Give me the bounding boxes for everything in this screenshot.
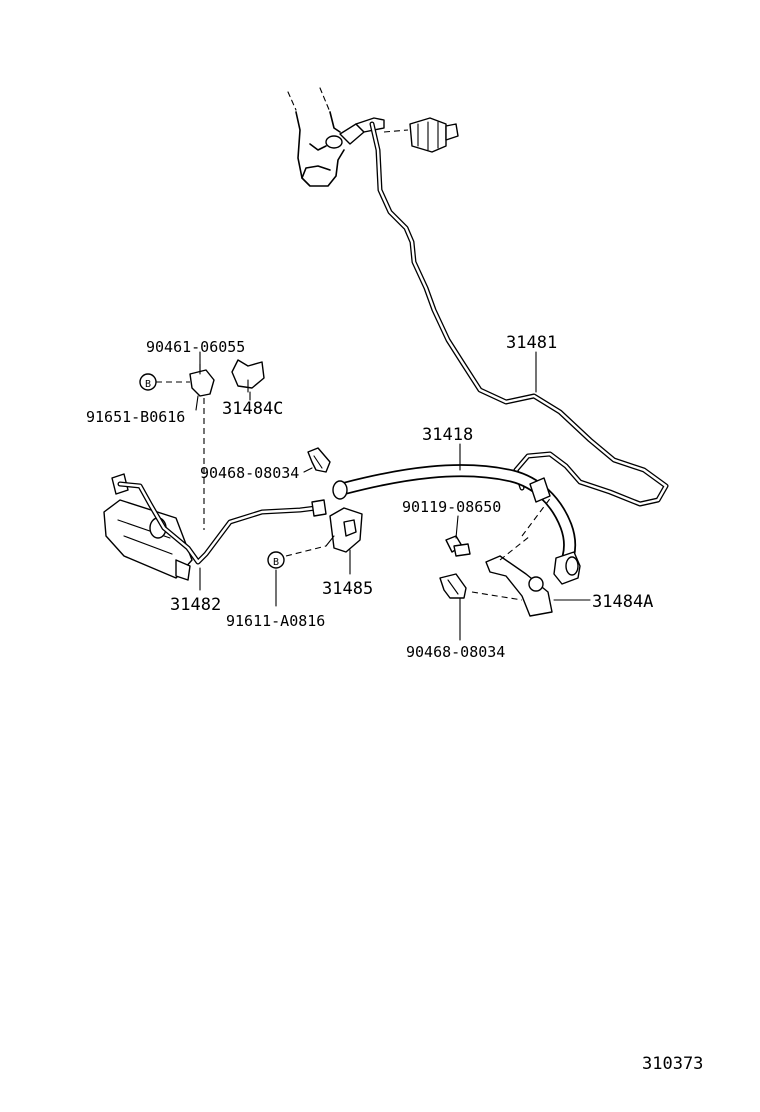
label-91651-b0616: 91651-B0616 [86,408,185,426]
label-31418: 31418 [422,425,473,445]
pipe-31481 [369,121,669,507]
label-91611-a0816: 91611-A0816 [226,612,325,630]
clip-90461-and-bracket-31484c [156,359,265,397]
bracket-31485 [285,507,363,557]
bracket-31484a [471,495,553,617]
label-31484a: 31484A [592,592,653,612]
bolt-91651: B [139,373,157,391]
label-90468-08034-upper: 90468-08034 [200,464,299,482]
clip-90468-upper [307,447,331,473]
master-cylinder-assembly [287,87,459,187]
release-cylinder-assembly [103,473,193,581]
label-90119-08650: 90119-08650 [402,498,501,516]
label-90468-08034-lower: 90468-08034 [406,643,505,661]
label-31482: 31482 [170,595,221,615]
label-31481: 31481 [506,333,557,353]
label-90461-06055: 90461-06055 [146,338,245,356]
diagram-number: 310373 [642,1054,703,1074]
bolt-mark-91611: B [273,557,279,568]
label-31484c: 31484C [222,399,283,419]
bolt-mark-91651: B [145,379,151,390]
leader-lines [195,351,591,641]
clip-90468-lower [439,573,467,599]
bolt-90119 [445,535,471,557]
label-31485: 31485 [322,579,373,599]
hose-31418 [332,464,581,585]
bolt-91611: B [267,551,285,569]
pipe-31482 [117,481,327,565]
